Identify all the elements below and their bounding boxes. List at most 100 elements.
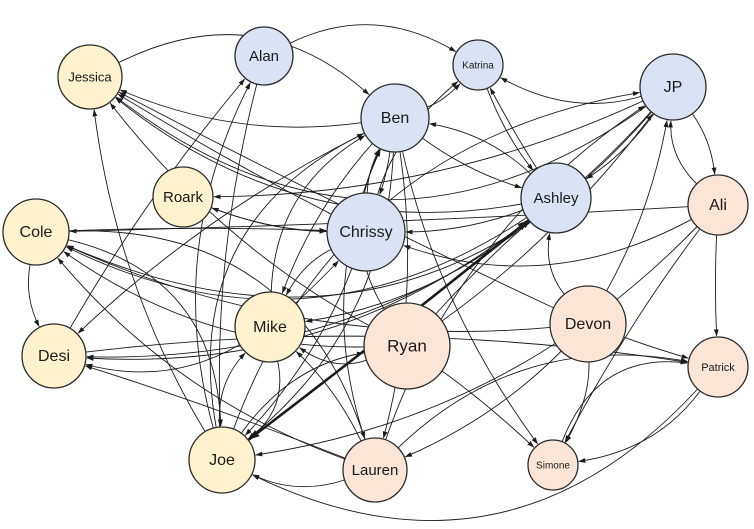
node-joe: Joe	[188, 426, 256, 494]
edge-lauren-to-patrick	[397, 354, 688, 449]
node-chrissy-circle	[326, 192, 406, 272]
node-roark-label: Roark	[163, 189, 204, 206]
edge-lauren-to-desi	[85, 365, 346, 459]
node-simone-circle	[527, 439, 579, 491]
edge-alan-to-katrina	[289, 24, 457, 52]
edge-ali-to-patrick	[713, 234, 719, 337]
node-mike-circle	[234, 291, 306, 363]
node-simone: Simone	[527, 439, 579, 491]
node-jessica: Jessica	[57, 44, 123, 110]
node-joe-label: Joe	[209, 452, 235, 469]
node-alan-label: Alan	[249, 48, 279, 65]
node-ryan: Ryan	[363, 302, 451, 390]
edge-ali-to-simone	[564, 228, 701, 443]
edge-devon-to-patrick	[623, 336, 689, 359]
edge-mike-to-joe	[248, 361, 281, 440]
edge-katrina-to-ashley	[486, 88, 534, 171]
edge-cole-to-desi	[28, 264, 40, 327]
edge-patrick-to-simone	[578, 390, 701, 463]
node-ashley-label: Ashley	[533, 190, 579, 207]
edge-chrissy-to-joe	[244, 268, 353, 436]
edge-cole-to-lauren	[68, 230, 366, 439]
edge-ben-to-chrissy	[379, 151, 391, 195]
node-cole-circle	[2, 198, 70, 266]
edge-jp-to-roark	[213, 100, 644, 200]
node-devon-label: Devon	[565, 316, 611, 333]
edge-jp-to-ali	[691, 113, 717, 175]
edge-chrissy-to-mike	[285, 248, 332, 296]
edge-ashley-to-desi	[86, 219, 529, 361]
node-patrick: Patrick	[687, 336, 749, 398]
node-cole: Cole	[2, 198, 70, 266]
node-jp-circle	[639, 53, 707, 121]
edge-devon-to-lauren	[404, 350, 562, 458]
edge-ben-to-jessica	[119, 89, 362, 128]
node-roark: Roark	[152, 166, 214, 228]
edge-ashley-to-jessica	[115, 97, 522, 213]
node-desi-circle	[21, 323, 87, 389]
edge-joe-to-jessica	[92, 109, 206, 432]
edge-devon-to-simone	[565, 361, 590, 443]
node-roark-circle	[152, 166, 214, 228]
node-cole-label: Cole	[20, 224, 53, 241]
edge-ryan-to-mike	[299, 347, 367, 365]
node-devon: Devon	[549, 285, 627, 363]
edge-ryan-to-ashley	[435, 221, 530, 315]
edge-patrick-to-joe	[252, 388, 698, 521]
node-ashley: Ashley	[520, 162, 592, 234]
node-lauren-label: Lauren	[352, 462, 399, 479]
edge-jp-to-ashley	[586, 113, 655, 180]
edge-ben-to-ashley	[422, 137, 522, 189]
node-ali: Ali	[687, 174, 749, 236]
node-jp-label: JP	[664, 79, 683, 96]
edge-ashley-to-katrina	[489, 87, 538, 169]
edge-ryan-to-cole	[63, 251, 365, 348]
edge-ali-to-jp	[668, 120, 698, 185]
node-mike: Mike	[234, 291, 306, 363]
node-ashley-circle	[520, 162, 592, 234]
node-ryan-label: Ryan	[387, 336, 427, 355]
node-ben-label: Ben	[381, 110, 409, 127]
edge-jp-to-katrina	[500, 77, 642, 104]
edge-joe-to-ben	[209, 133, 364, 428]
node-ben-circle	[360, 83, 430, 153]
edge-ben-to-mike	[281, 143, 373, 294]
node-mike-label: Mike	[253, 319, 287, 336]
node-patrick-label: Patrick	[701, 362, 735, 374]
node-chrissy: Chrissy	[326, 192, 406, 272]
node-katrina-label: Katrina	[462, 61, 494, 72]
node-desi: Desi	[21, 323, 87, 389]
edge-ryan-to-simone	[441, 370, 535, 448]
edge-devon-to-cole	[66, 245, 551, 332]
node-desi-label: Desi	[38, 348, 70, 365]
node-ali-label: Ali	[709, 197, 727, 214]
edge-lauren-to-mike	[295, 351, 362, 442]
edge-devon-to-jessica	[118, 91, 554, 309]
edge-mike-to-desi	[85, 344, 240, 373]
edge-ashley-to-ben	[429, 122, 531, 175]
node-ben: Ben	[360, 83, 430, 153]
edge-ashley-to-chrissy	[405, 209, 524, 235]
edge-alan-to-joe	[217, 83, 258, 427]
edge-devon-to-jp	[606, 120, 669, 292]
edge-ryan-to-jessica	[109, 102, 370, 326]
node-katrina: Katrina	[452, 39, 504, 91]
edge-mike-to-ben	[270, 135, 366, 293]
node-jp: JP	[639, 53, 707, 121]
edge-lauren-to-jp	[385, 105, 645, 440]
edge-ben-to-desi	[77, 132, 365, 334]
node-jessica-circle	[57, 44, 123, 110]
node-simone-label: Simone	[536, 461, 570, 472]
node-alan: Alan	[234, 26, 294, 86]
edge-ben-to-katrina	[427, 83, 461, 108]
node-ryan-circle	[363, 302, 451, 390]
edge-chrissy-to-jessica	[117, 93, 332, 215]
node-katrina-circle	[452, 39, 504, 91]
node-chrissy-label: Chrissy	[339, 224, 392, 241]
node-jessica-label: Jessica	[68, 69, 112, 84]
node-lauren-circle	[342, 437, 408, 503]
edge-devon-to-ashley	[546, 233, 565, 295]
edge-ali-to-joe	[255, 226, 698, 457]
